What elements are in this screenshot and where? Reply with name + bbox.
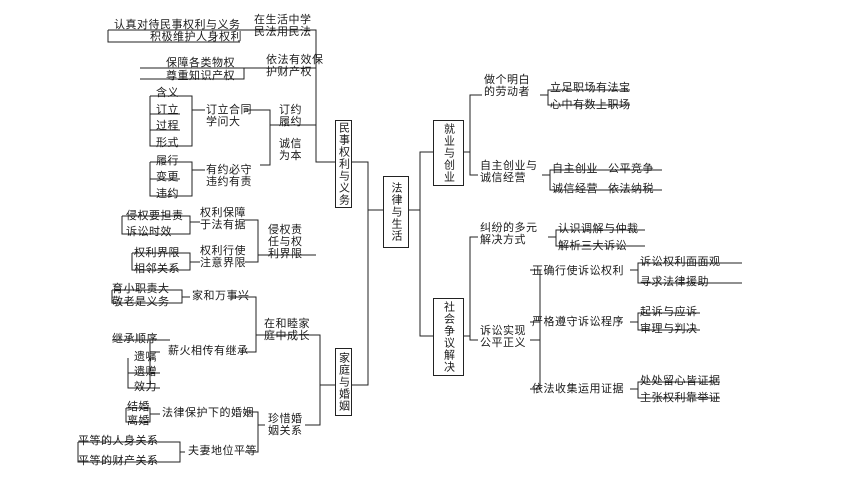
- label-r18: 审理与判决: [640, 322, 698, 335]
- label-r20: 处处留心皆证据: [640, 374, 721, 387]
- label-l39: 平等的财产关系: [78, 454, 159, 467]
- label-l33: 薪火相传有继承: [168, 344, 249, 357]
- label-l28: 在和睦家 庭中成长: [264, 317, 310, 342]
- label-l18: 侵权要担责: [126, 209, 184, 222]
- label-r14: 寻求法律援助: [640, 275, 709, 288]
- label-r6: 公平竞争: [608, 162, 654, 175]
- label-l3: 在生活中学 民法用民法: [254, 13, 312, 38]
- label-l1: 认真对待民事权利与义务: [114, 18, 241, 31]
- label-l38: 平等的人身关系: [78, 434, 159, 447]
- label-l30: 遗嘱: [134, 350, 157, 363]
- label-r15: 诉讼实现 公平正义: [480, 324, 526, 349]
- label-l32: 效力: [134, 380, 157, 393]
- label-r7: 诚信经营: [552, 182, 598, 195]
- label-l10: 形式: [156, 136, 179, 149]
- label-r4: 自主创业与 诚信经营: [480, 159, 538, 184]
- label-l24: 权利行使 注意界限: [200, 244, 246, 269]
- branch-family: 家庭与婚姻: [335, 348, 352, 416]
- label-r13: 诉讼权利面面观: [640, 255, 721, 268]
- label-l19: 诉讼时效: [126, 225, 172, 238]
- label-l27: 家和万事兴: [192, 289, 250, 302]
- label-r1: 做个明白 的劳动者: [484, 73, 530, 98]
- label-l14: 履行: [156, 154, 179, 167]
- label-r11: 解析三大诉讼: [558, 239, 627, 252]
- label-l34: 结婚: [127, 400, 150, 413]
- label-r10: 认识调解与仲裁: [558, 222, 639, 235]
- label-l6: 依法有效保 护财产权: [266, 53, 324, 78]
- label-r2: 立足职场有法宝: [550, 81, 631, 94]
- label-l8: 订立: [156, 103, 179, 116]
- label-l12: 订约 履约: [279, 103, 302, 128]
- label-l2: 积极维护人身权利: [150, 30, 242, 43]
- label-l25: 育小职责大: [112, 282, 170, 295]
- label-r16: 严格遵守诉讼程序: [532, 315, 624, 328]
- label-l36: 法律保护下的婚姻: [162, 406, 254, 419]
- label-r3: 心中有数上职场: [550, 98, 631, 111]
- label-r19: 依法收集运用证据: [532, 382, 624, 395]
- label-l20: 权利保障 于法有据: [200, 206, 246, 231]
- label-l26: 敬老是义务: [112, 295, 170, 308]
- label-l21: 侵权责 任与权 利界限: [268, 223, 303, 260]
- label-l7: 含义: [156, 86, 179, 99]
- label-l13: 诚信 为本: [279, 137, 302, 162]
- label-l5: 尊重知识产权: [166, 69, 235, 82]
- label-l11: 订立合同 学问大: [206, 103, 252, 128]
- label-l15: 变更: [156, 170, 179, 183]
- label-l9: 过程: [156, 119, 179, 132]
- label-l22: 权利界限: [134, 246, 180, 259]
- label-l29: 继承顺序: [112, 332, 158, 345]
- branch-civil-rights: 民事权利与义务: [335, 120, 352, 208]
- label-l16: 违约: [156, 187, 179, 200]
- label-r8: 依法纳税: [608, 182, 654, 195]
- label-r21: 主张权利靠举证: [640, 391, 721, 404]
- label-l35: 离婚: [127, 414, 150, 427]
- label-r9: 纠纷的多元 解决方式: [480, 221, 538, 246]
- label-l4: 保障各类物权: [166, 56, 235, 69]
- label-l17: 有约必守 违约有责: [206, 163, 252, 188]
- label-r17: 起诉与应诉: [640, 305, 698, 318]
- label-l37: 珍惜婚 姻关系: [268, 412, 303, 437]
- label-l23: 相邻关系: [134, 262, 180, 275]
- label-l40: 夫妻地位平等: [188, 444, 257, 457]
- branch-employment: 就业与创业: [433, 120, 464, 186]
- label-l31: 遗赠: [134, 365, 157, 378]
- label-r5: 自主创业: [552, 162, 598, 175]
- branch-dispute: 社会争议解决: [433, 298, 464, 376]
- label-r12: 正确行使诉讼权利: [532, 264, 624, 277]
- center-topic: 法律与生活: [383, 176, 409, 248]
